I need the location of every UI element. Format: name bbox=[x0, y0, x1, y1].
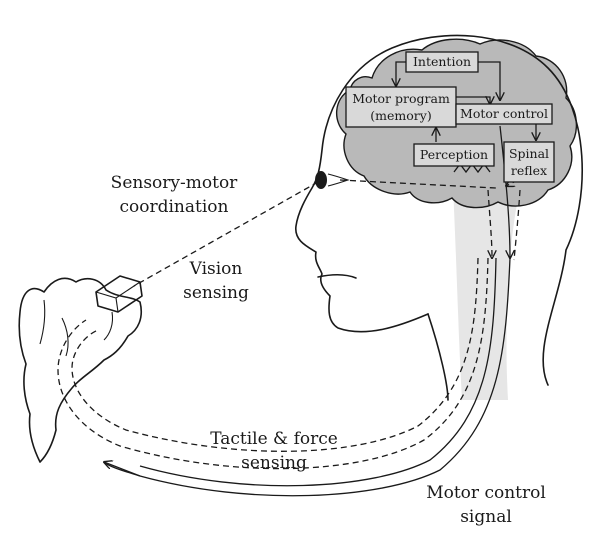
svg-text:Vision: Vision bbox=[189, 259, 243, 279]
mouth-line bbox=[317, 274, 357, 279]
svg-text:Perception: Perception bbox=[420, 147, 488, 162]
vision-sensing-label: Vision sensing bbox=[183, 259, 249, 303]
svg-text:Sensory-motor: Sensory-motor bbox=[111, 173, 239, 193]
motor-control-box: Motor control bbox=[455, 103, 553, 125]
svg-text:Motor control: Motor control bbox=[426, 483, 546, 503]
sensory-motor-label: Sensory-motor coordination bbox=[111, 173, 239, 217]
svg-text:sensing: sensing bbox=[241, 453, 307, 473]
spinal-reflex-box: Spinal reflex bbox=[503, 141, 555, 183]
held-block bbox=[95, 275, 143, 313]
neck-front bbox=[427, 313, 449, 401]
svg-text:coordination: coordination bbox=[120, 197, 229, 217]
motor-signal-label: Motor control signal bbox=[426, 483, 546, 527]
svg-text:reflex: reflex bbox=[511, 163, 547, 178]
svg-text:Tactile & force: Tactile & force bbox=[210, 429, 338, 449]
svg-text:(memory): (memory) bbox=[370, 108, 431, 123]
tactile-path bbox=[57, 257, 489, 470]
motor-program-box: Motor program (memory) bbox=[345, 86, 457, 128]
svg-text:Motor control: Motor control bbox=[460, 106, 548, 121]
vision-path bbox=[133, 181, 319, 287]
svg-text:signal: signal bbox=[460, 507, 512, 527]
hand-outline bbox=[18, 277, 143, 463]
intention-box: Intention bbox=[405, 51, 479, 73]
svg-text:Intention: Intention bbox=[413, 54, 471, 69]
svg-text:Motor program: Motor program bbox=[352, 91, 450, 106]
eye-to-brain-path bbox=[339, 179, 497, 189]
perception-box: Perception bbox=[413, 143, 495, 167]
eye-icon bbox=[315, 171, 327, 189]
tactile-force-label: Tactile & force sensing bbox=[210, 429, 338, 473]
svg-text:Spinal: Spinal bbox=[509, 146, 549, 161]
motor-signal-path bbox=[103, 257, 511, 497]
svg-text:sensing: sensing bbox=[183, 283, 249, 303]
